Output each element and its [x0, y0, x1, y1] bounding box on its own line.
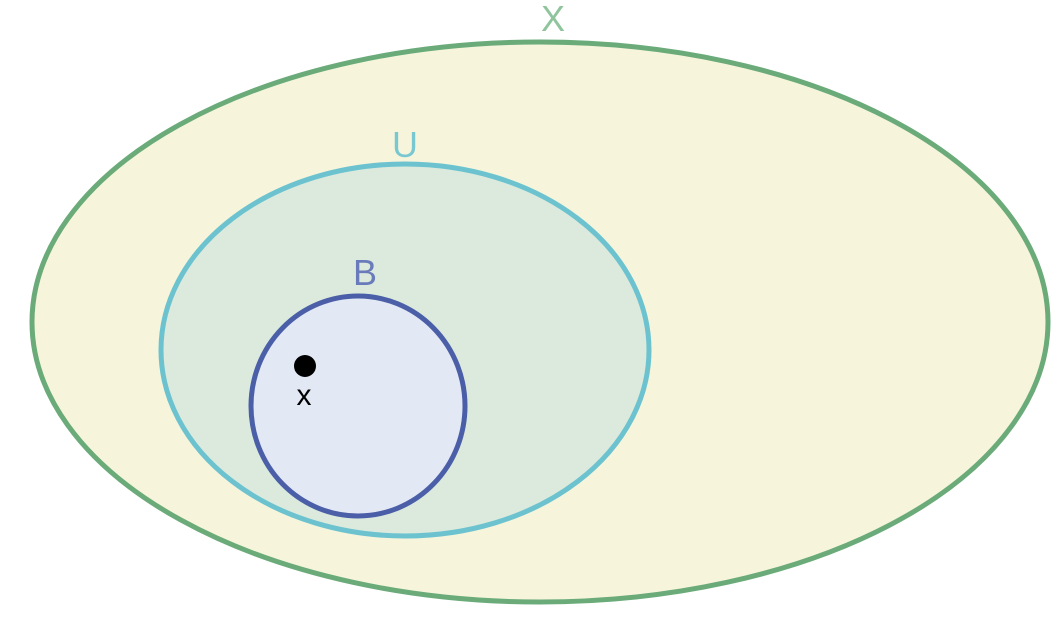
- element-point-dot: [294, 355, 316, 377]
- element-point-label: x: [297, 379, 312, 412]
- set-b-label: B: [353, 252, 377, 293]
- set-u-label: U: [392, 124, 418, 165]
- set-x-label: X: [541, 0, 565, 39]
- set-b-circle: [248, 293, 468, 519]
